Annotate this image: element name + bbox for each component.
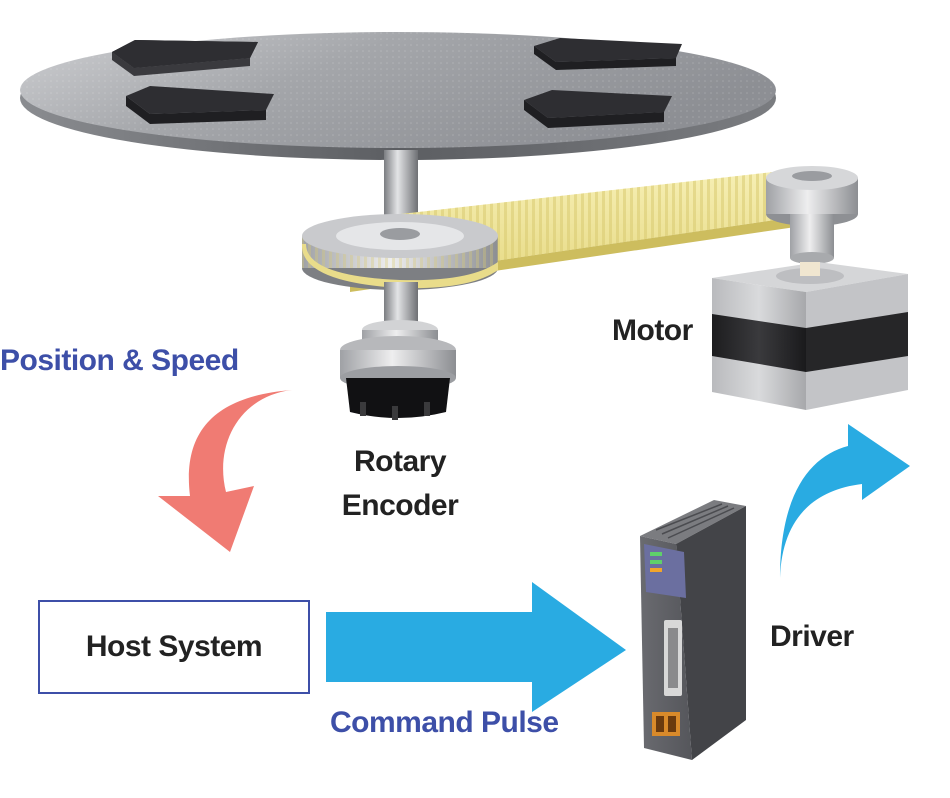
servo-driver (640, 500, 746, 760)
rotary-encoder-label-line2: Encoder (341, 489, 459, 522)
table-pad-front-right (524, 90, 672, 128)
host-system-label: Host System (85, 630, 263, 663)
driver-label: Driver (770, 620, 854, 653)
rotary-encoder-label-line1: Rotary (353, 445, 447, 478)
table-pad-front-left (126, 86, 274, 124)
rotary-encoder (340, 282, 456, 420)
command-pulse-label: Command Pulse (330, 706, 559, 739)
curved-arrow-up-icon (780, 424, 910, 578)
large-pulley (301, 214, 498, 290)
position-speed-label: Position & Speed (0, 344, 239, 377)
host-system-box: Host System (38, 600, 310, 694)
rotary-encoder-label: Rotary Encoder (330, 440, 470, 528)
table-pad-back-left (112, 40, 258, 76)
stepper-motor (712, 262, 908, 410)
motor-label: Motor (612, 314, 693, 347)
rotary-table (20, 32, 776, 160)
curved-arrow-down-left-icon (158, 390, 292, 552)
motor-pulley (766, 166, 858, 264)
table-pad-back-right (534, 38, 682, 70)
arrow-right-icon (326, 582, 626, 712)
